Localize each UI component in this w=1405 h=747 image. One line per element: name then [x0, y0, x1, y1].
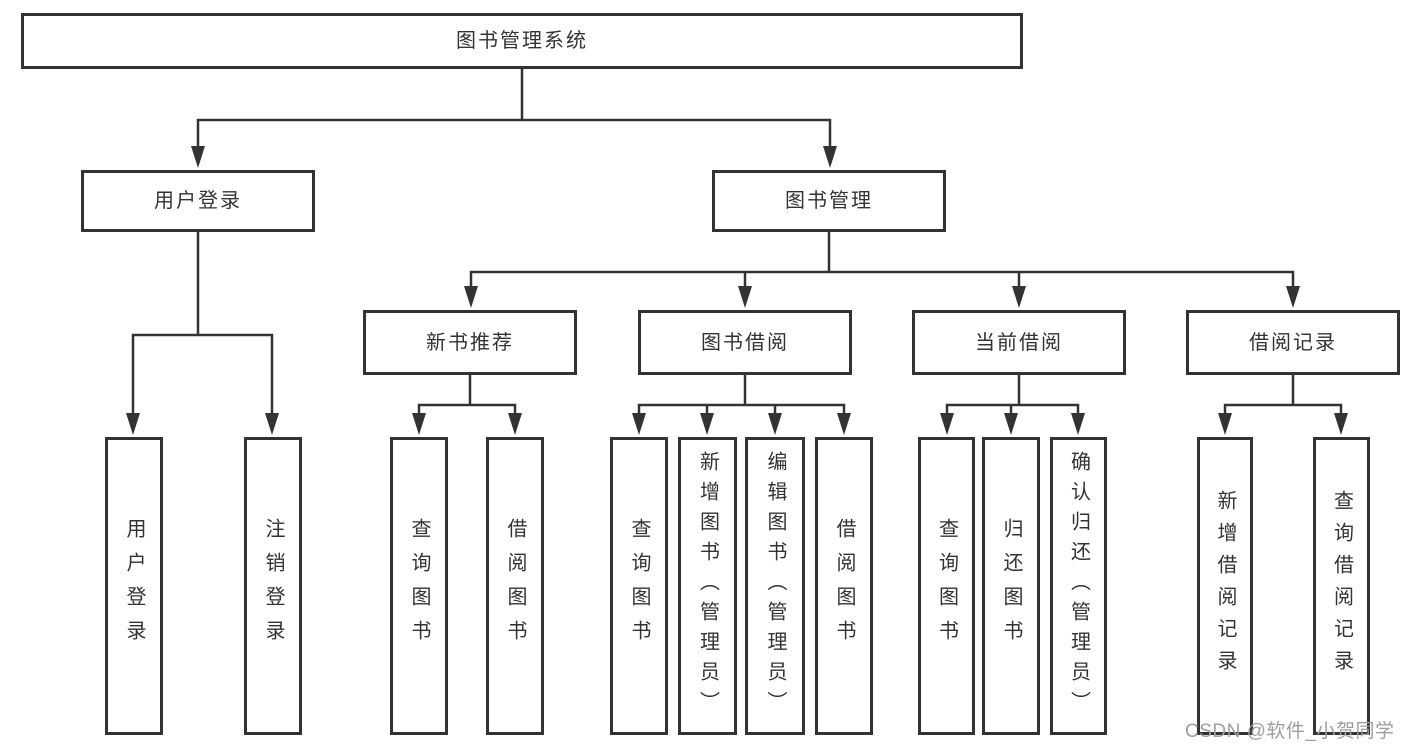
leaf-logout: 注销登录: [244, 437, 302, 735]
node-book-borrowing: 图书借阅: [638, 310, 852, 375]
leaf-return-books: 归还图书: [982, 437, 1040, 735]
leaf-add-borrow-record: 新增借阅记录: [1197, 437, 1253, 735]
csdn-watermark: CSDN @软件_小贺同学: [1185, 721, 1395, 742]
leaf-user-login: 用户登录: [105, 437, 163, 735]
leaf-borrow-books-recommend: 借阅图书: [486, 437, 544, 735]
node-user-login: 用户登录: [81, 170, 315, 232]
leaf-query-books-recommend: 查询图书: [390, 437, 448, 735]
leaf-confirm-return-admin: 确认归还（管理员）: [1050, 437, 1107, 735]
leaf-query-borrow-record: 查询借阅记录: [1313, 437, 1370, 735]
node-book-management: 图书管理: [712, 170, 946, 232]
leaf-edit-book-admin: 编辑图书（管理员）: [745, 437, 805, 735]
leaf-borrow-books: 借阅图书: [815, 437, 873, 735]
leaf-query-books-borrowing: 查询图书: [610, 437, 668, 735]
node-new-book-recommend: 新书推荐: [363, 310, 577, 375]
node-current-borrowing: 当前借阅: [912, 310, 1126, 375]
leaf-add-book-admin: 新增图书（管理员）: [678, 437, 737, 735]
node-library-management-system: 图书管理系统: [21, 13, 1023, 69]
leaf-query-books-current: 查询图书: [918, 437, 975, 735]
node-borrowing-records: 借阅记录: [1186, 310, 1400, 375]
